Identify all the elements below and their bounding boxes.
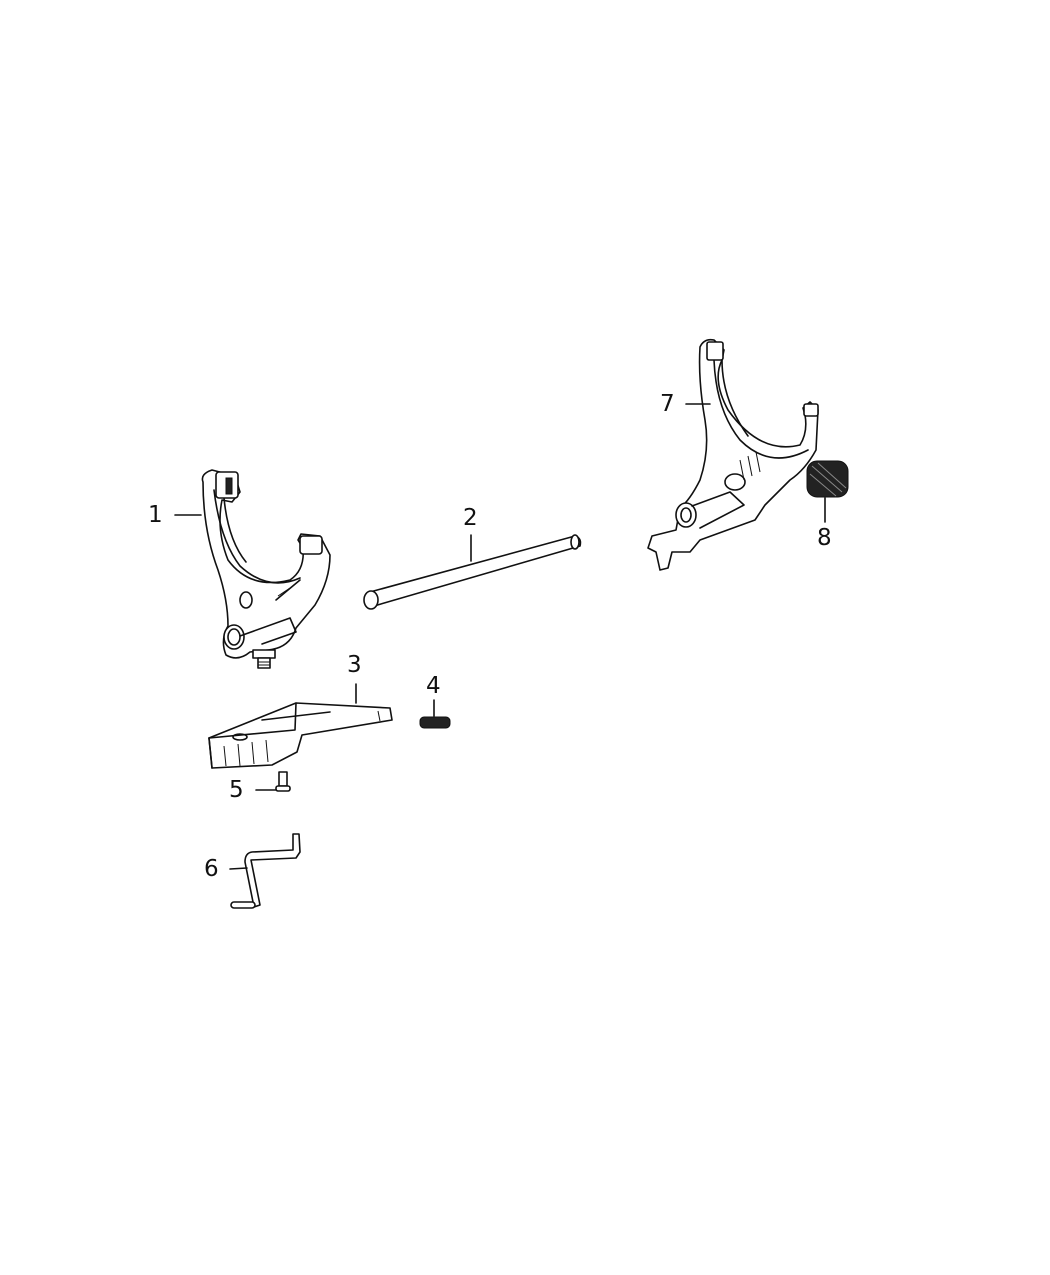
- bent-rod-6[interactable]: [230, 833, 301, 909]
- coil-spring-8[interactable]: [806, 460, 849, 498]
- shift-rail-2[interactable]: [363, 534, 582, 610]
- callout-1: 1: [148, 502, 163, 528]
- lever-bracket-3[interactable]: [208, 702, 393, 769]
- leader-line-6: [229, 867, 248, 870]
- callout-8: 8: [817, 525, 832, 551]
- shift-fork-7[interactable]: [647, 338, 819, 571]
- callout-6: 6: [204, 856, 219, 882]
- callout-7: 7: [660, 391, 675, 417]
- callout-5: 5: [229, 777, 244, 803]
- callout-3: 3: [347, 652, 362, 678]
- shift-fork-1[interactable]: [201, 469, 331, 669]
- callout-4: 4: [426, 673, 441, 699]
- callout-2: 2: [463, 505, 478, 531]
- spring-4[interactable]: [419, 716, 451, 729]
- pin-5[interactable]: [275, 771, 291, 792]
